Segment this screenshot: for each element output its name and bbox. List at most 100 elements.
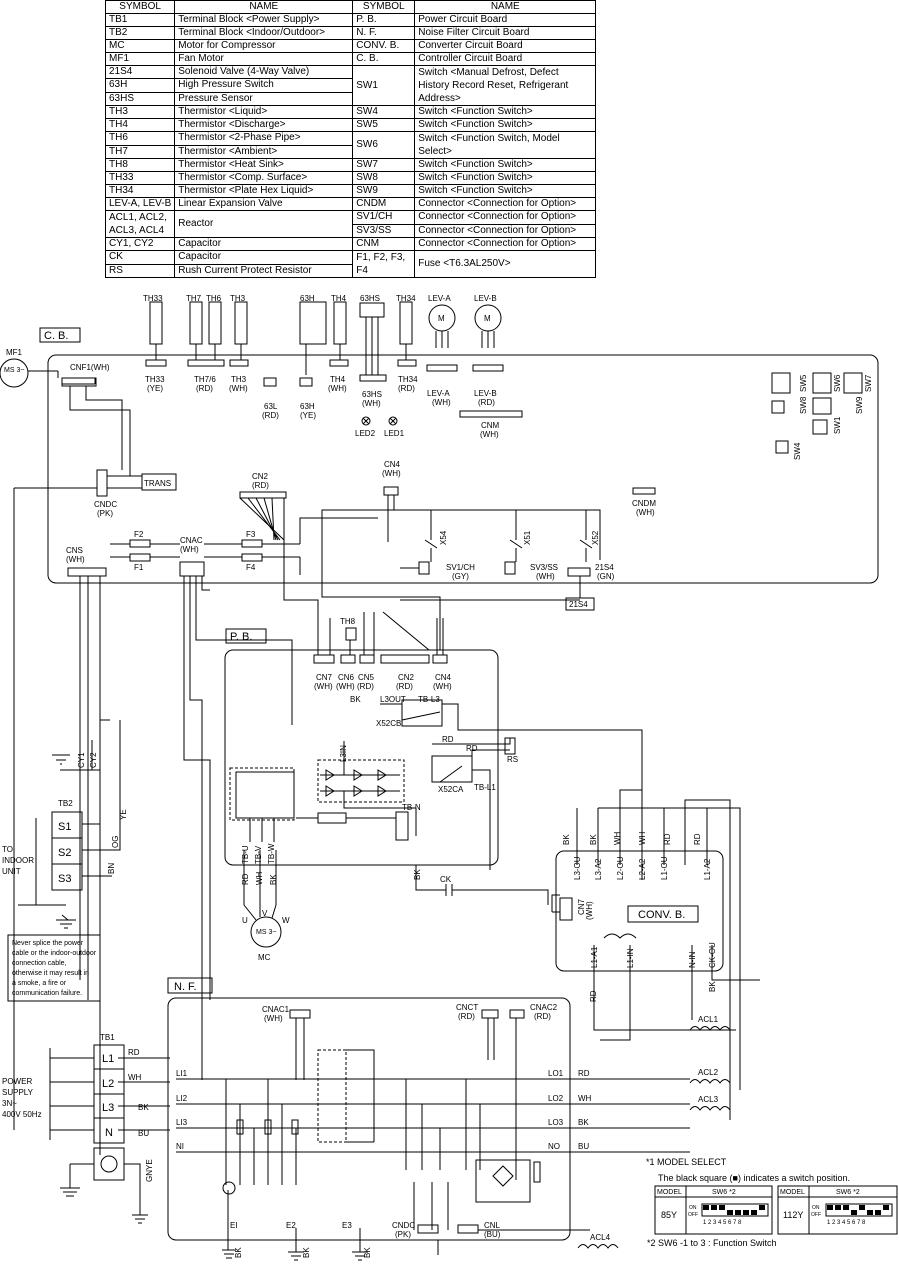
reactor-acl3 (689, 1106, 731, 1111)
to-indoor-line1: TO (2, 845, 13, 854)
top-th4-label: TH4 (331, 294, 347, 303)
relay-x51-label: X51 (523, 530, 532, 545)
wire-og-label: OG (111, 836, 120, 848)
wire-conv-bk-label: BK (562, 834, 571, 845)
relay-x52-label: X52 (591, 530, 600, 545)
dip-switch-position (759, 1205, 765, 1210)
nf-e2-label: E2 (286, 1221, 296, 1230)
relay-x52ca (431, 755, 473, 783)
cn4-label: CN4 (384, 460, 401, 469)
cy2-label: CY2 (89, 752, 98, 768)
legend-row: TB2 Terminal Block <Indoor/Outdoor> N. F… (104, 26, 597, 40)
converter-board-outline (555, 850, 724, 972)
tb1-l3: L3 (102, 1102, 114, 1114)
pb-ck-label: CK (440, 875, 452, 884)
legend-row: CY1, CY2 Capacitor CNM Connector <Connec… (104, 237, 597, 251)
th3-color: (WH) (229, 384, 248, 393)
fuse-f4-label: F4 (246, 563, 256, 572)
dip-switch-112y (827, 1205, 889, 1215)
cy1-label: CY1 (77, 752, 86, 768)
legend-row: TH8 Thermistor <Heat Sink> SW7 Switch <F… (104, 158, 597, 172)
wire-mc-bk-label: BK (269, 874, 278, 885)
nf-cnl-color: (BU) (484, 1230, 501, 1239)
transformer-box (141, 473, 177, 491)
model-select-note: The black square (■) indicates a switch … (658, 1173, 850, 1183)
wire-acl1-rd-label: RD (589, 990, 598, 1002)
model-select-title: *1 MODEL SELECT (646, 1157, 727, 1167)
model-header-left: MODEL (657, 1189, 682, 1196)
off-label-left: OFF (688, 1212, 698, 1218)
warning-line: Never splice the power (12, 940, 84, 947)
power-supply-line1: POWER (2, 1077, 32, 1086)
fuse-f1-label: F1 (134, 563, 144, 572)
wire-lo-bk-label: BK (578, 1118, 589, 1127)
pb-cn4-label: CN4 (435, 673, 452, 682)
conv-cn7-label: CN7 (577, 898, 586, 915)
conv-title-box (627, 905, 699, 923)
wire-pb-rd2-label: RD (466, 744, 478, 753)
off-label-right: OFF (811, 1212, 821, 1218)
controller-board-title: C. B. (44, 330, 68, 342)
mc-w-label: W (282, 916, 290, 925)
pb-x52ca-label: X52CA (438, 785, 464, 794)
nf-cnac2-color: (RD) (534, 1012, 551, 1021)
dip-switch-position (703, 1205, 709, 1210)
dip-switch-position (867, 1210, 873, 1215)
legend-row: LEV-A, LEV-B Linear Expansion Valve CNDM… (104, 197, 597, 211)
wire-bn-label: BN (107, 863, 116, 874)
th33-color: (YE) (147, 384, 163, 393)
top-thermistors (149, 301, 413, 345)
wire-bk-label: BK (138, 1103, 149, 1112)
legend-name: Rush Current Protect Resistor (174, 263, 354, 278)
controller-board-outline (47, 354, 879, 584)
legend-symbol: SW6 (352, 131, 416, 159)
legend-name: Capacitor (174, 250, 354, 265)
top-63h-label: 63H (300, 294, 315, 303)
wire-conv-rd2-label: RD (693, 833, 702, 845)
dip-switch-position (719, 1205, 725, 1210)
power-board-outline (224, 649, 499, 866)
on-label-left: ON (689, 1205, 697, 1211)
wire-pb-rd-label: RD (442, 735, 454, 744)
wire-lo-wh-label: WH (578, 1094, 592, 1103)
conv-l1a1-label: L1-A1 (590, 946, 599, 968)
top-th34-label: TH34 (396, 294, 416, 303)
wire-ckou-bk-label: BK (708, 981, 717, 992)
legend-row: TH4 Thermistor <Discharge> SW5 Switch <F… (104, 118, 597, 132)
nf-ni-label: NI (176, 1142, 184, 1151)
noise-filter-board-outline (167, 997, 571, 1241)
symbol-legend-table: SYMBOL NAME SYMBOL NAME TB1 Terminal Blo… (104, 0, 597, 278)
nf-cnct-color: (RD) (458, 1012, 475, 1021)
th34-label: TH34 (398, 375, 418, 384)
wire-lo-bu-label: BU (578, 1142, 589, 1151)
wire-rd-label: RD (128, 1048, 140, 1057)
reactor-acl4 (577, 1244, 619, 1249)
wire-e2-bk-label: BK (302, 1247, 311, 1258)
warning-line: cable or the indoor-outdoor (12, 950, 97, 957)
legend-symbol: CY1, CY2 (104, 237, 176, 251)
compressor-motor (250, 916, 282, 948)
nf-cnl-label: CNL (484, 1221, 501, 1230)
converter-board-title: CONV. B. (638, 909, 685, 921)
relay-x52cb (401, 699, 443, 727)
cnf1-label: CNF1(WH) (70, 363, 110, 372)
th4-color: (WH) (328, 384, 347, 393)
model-112y: 112Y (783, 1210, 803, 1220)
dip-switch-position (883, 1205, 889, 1210)
tb2-s3: S3 (58, 873, 71, 885)
pb-cn2-label: CN2 (398, 673, 415, 682)
cns-label: CNS (66, 546, 83, 555)
fuse-f3-label: F3 (246, 530, 256, 539)
sw6-label: SW6 (833, 374, 842, 392)
dip-switch-position (735, 1210, 741, 1215)
sw9-label: SW9 (855, 396, 864, 414)
conv-nin-label: N-IN (688, 951, 697, 968)
dip-switch-position (835, 1205, 841, 1210)
lev-b-label: LEV-B (474, 389, 497, 398)
legend-row: 21S4 Solenoid Valve (4-Way Valve) SW1 Sw… (104, 64, 597, 106)
lev-a-motor-symbol: M (438, 314, 445, 323)
model-85y: 85Y (661, 1210, 677, 1220)
63l-color: (RD) (262, 411, 279, 420)
conv-cn7-color: (WH) (585, 901, 594, 920)
